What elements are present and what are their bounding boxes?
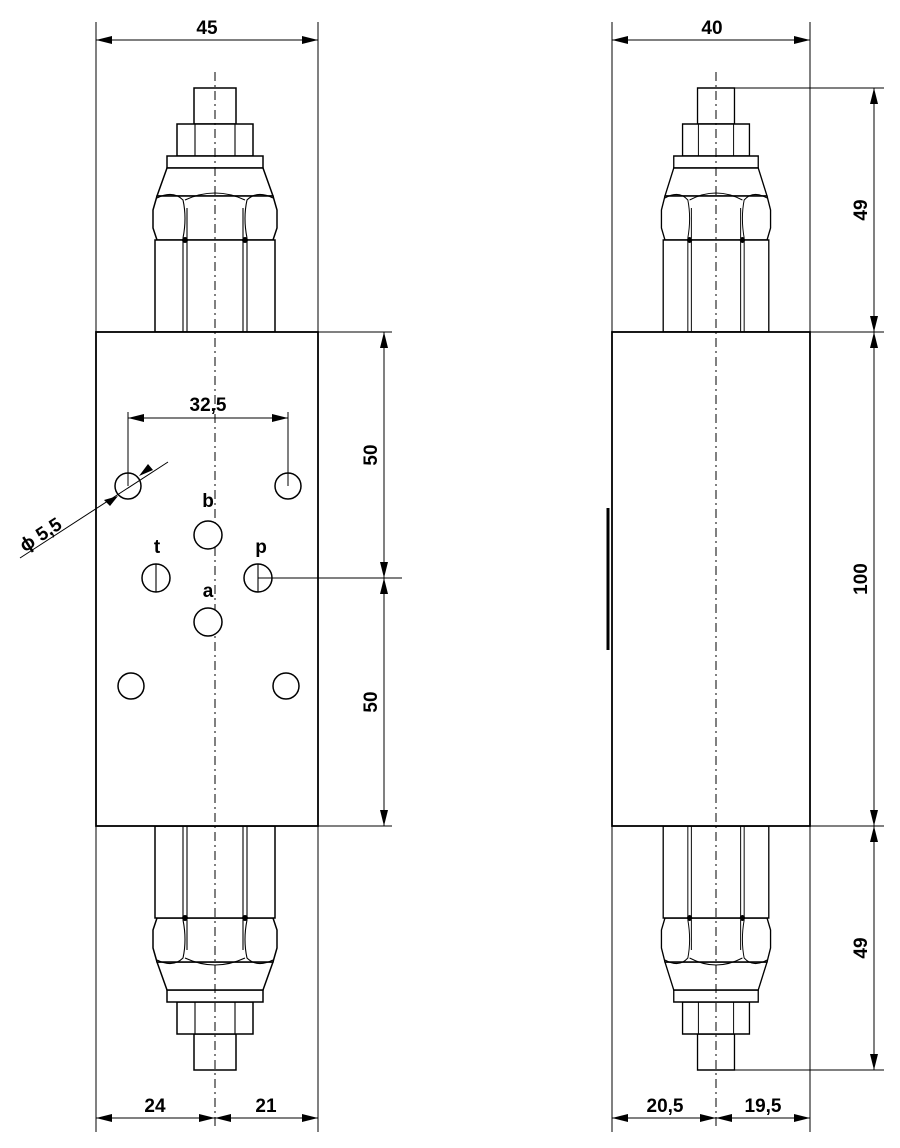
dim-hole-diameter: ϕ 5,5 (16, 514, 66, 557)
side-valve-body (611, 331, 811, 827)
port-b-label: b (202, 491, 214, 512)
dim-side-left-offset: 20,5 (647, 1096, 684, 1117)
port-a-label: a (203, 581, 214, 602)
port-a (193, 607, 223, 637)
dim-front-right-offset: 21 (255, 1096, 277, 1117)
dim-side-height: 100 (851, 563, 872, 595)
dim-front-left-offset: 24 (144, 1096, 166, 1117)
port-p-label: p (255, 537, 267, 558)
side-view: 40 49 100 49 20,5 19,5 (606, 18, 884, 1132)
dim-side-right-offset: 19,5 (745, 1096, 782, 1117)
mounting-hole-bottom-right (272, 672, 300, 700)
dim-side-width: 40 (701, 18, 722, 39)
dim-top-protrusion: 49 (851, 199, 872, 220)
dim-front-width: 45 (196, 18, 218, 39)
dim-bottom-protrusion: 49 (851, 937, 872, 958)
front-view: b t p a 45 32,5 ϕ 5,5 50 50 (16, 18, 402, 1132)
mounting-hole-bottom-left (117, 672, 145, 700)
front-valve-body (95, 331, 319, 827)
dim-lower-half: 50 (361, 691, 382, 712)
dim-hole-spacing: 32,5 (190, 395, 227, 416)
dim-upper-half: 50 (361, 444, 382, 465)
port-t-label: t (154, 537, 161, 558)
port-b (193, 520, 223, 550)
